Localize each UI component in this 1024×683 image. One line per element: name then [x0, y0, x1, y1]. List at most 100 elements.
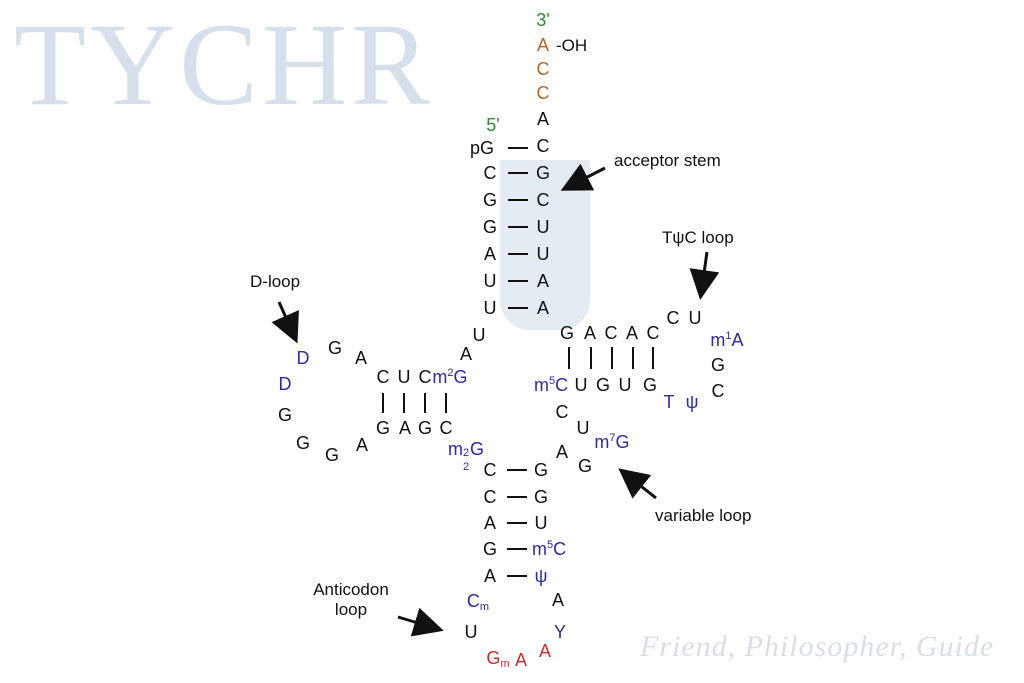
nucleotide: A — [484, 245, 496, 263]
nucleotide-base: U — [688, 308, 702, 328]
nucleotide-base: G — [482, 217, 498, 237]
nucleotide-base: A — [583, 323, 597, 343]
nucleotide: G — [578, 457, 592, 475]
nucleotide-base: T — [663, 392, 675, 412]
nucleotide-pre: m — [710, 330, 726, 350]
nucleotide: Cm — [466, 591, 490, 613]
nucleotide: G — [483, 540, 497, 558]
watermark-tagline: Friend, Philosopher, Guide — [640, 630, 995, 663]
variable-loop-arrow — [618, 468, 657, 500]
nucleotide-base: A — [514, 650, 528, 670]
nucleotide-base: G — [642, 375, 658, 395]
nucleotide: C — [712, 382, 725, 400]
nucleotide-base: A — [731, 330, 744, 350]
nucleotide-base: G — [453, 367, 468, 387]
nucleotide: A — [356, 436, 368, 454]
nucleotide-base: C — [466, 591, 480, 611]
nucleotide: m5C — [534, 375, 569, 395]
nucleotide-base: C — [711, 381, 725, 401]
nucleotide-base: G — [324, 445, 340, 465]
tpsic-loop-label: TψC loop — [662, 228, 734, 247]
anticodon-loop-label: Anticodon loop — [303, 580, 399, 621]
nucleotide-base: G — [327, 338, 343, 358]
nucleotide: m5C — [531, 539, 566, 559]
nucleotide-base: ψ — [685, 392, 699, 412]
nucleotide: C — [537, 137, 550, 155]
nucleotide-base: A — [483, 244, 497, 264]
nucleotide: U — [398, 368, 411, 386]
nucleotide-base: A — [459, 344, 473, 364]
nucleotide: C — [484, 164, 497, 182]
nucleotide: m2G — [432, 367, 468, 387]
nucleotide-base: C — [555, 375, 569, 395]
d-loop-label: D-loop — [250, 272, 301, 291]
nucleotide-base: A — [483, 566, 497, 586]
nucleotide-base: G — [482, 190, 498, 210]
nucleotide: G — [278, 406, 292, 424]
nucleotide-base: G — [535, 163, 551, 183]
nucleotide: C — [377, 368, 390, 386]
nucleotide: G — [328, 339, 342, 357]
nucleotide-post: m — [479, 601, 490, 613]
nucleotide: U — [535, 514, 548, 532]
nucleotide: D — [297, 349, 310, 367]
nucleotide: A — [484, 514, 496, 532]
nucleotide-base: D — [296, 348, 310, 368]
nucleotide-pre: m — [432, 367, 448, 387]
nucleotide-base: C — [439, 418, 453, 438]
nucleotide-base: G — [559, 323, 575, 343]
nucleotide-base: U — [483, 271, 497, 291]
nucleotide: C — [484, 488, 497, 506]
nucleotide-base: U — [574, 375, 588, 395]
nucleotide: G — [296, 434, 310, 452]
nucleotide-sup: 2 — [447, 367, 454, 379]
nucleotide: ψ — [535, 567, 548, 585]
nucleotide: G — [643, 376, 657, 394]
nucleotide: Y — [554, 623, 566, 641]
nucleotide-base: U — [536, 217, 550, 237]
nucleotide: C — [419, 368, 432, 386]
nucleotide-sup: 5 — [548, 375, 556, 387]
nucleotide-sup: 1 — [725, 330, 732, 342]
nucleotide: G — [376, 419, 390, 437]
nucleotide-pre: m — [447, 439, 463, 459]
nucleotide-base: C — [418, 367, 432, 387]
nucleotide: A — [515, 651, 527, 669]
nucleotide: G — [483, 191, 497, 209]
nucleotide-base: A — [536, 271, 550, 291]
nucleotide-sup: 5 — [546, 539, 554, 551]
nucleotide-base: 3' — [536, 10, 550, 30]
watermark-brand: TYCHR — [14, 0, 434, 130]
nucleotide: A — [460, 345, 472, 363]
anticodon-label-line2: loop — [334, 600, 368, 620]
nucleotide: U — [689, 309, 702, 327]
nucleotide: A — [626, 324, 638, 342]
nucleotide-base: G — [533, 460, 549, 480]
nucleotide-base: ψ — [534, 566, 548, 586]
nucleotide: U — [484, 272, 497, 290]
nucleotide: D — [279, 375, 292, 393]
nucleotide: A — [539, 642, 551, 660]
nucleotide: U — [577, 419, 590, 437]
nucleotide-base: G — [277, 405, 293, 425]
nucleotide-base: C — [666, 308, 680, 328]
nucleotide: U — [484, 299, 497, 317]
nucleotide: A — [537, 272, 549, 290]
nucleotide: U — [619, 376, 632, 394]
nucleotide: A — [537, 36, 549, 54]
nucleotide: U — [465, 623, 478, 641]
nucleotide-base: A — [536, 298, 550, 318]
nucleotide-base: C — [555, 402, 569, 422]
nucleotide-base: G — [577, 456, 593, 476]
nucleotide-base: pG — [469, 138, 495, 158]
nucleotide-base: C — [536, 59, 550, 79]
nucleotide: A — [355, 349, 367, 367]
nucleotide: G — [560, 324, 574, 342]
nucleotide-base: U — [397, 367, 411, 387]
nucleotide: C — [537, 191, 550, 209]
nucleotide: A — [556, 443, 568, 461]
nucleotide: A — [537, 299, 549, 317]
nucleotide-base: D — [278, 374, 292, 394]
nucleotide-pre: m — [531, 539, 547, 559]
